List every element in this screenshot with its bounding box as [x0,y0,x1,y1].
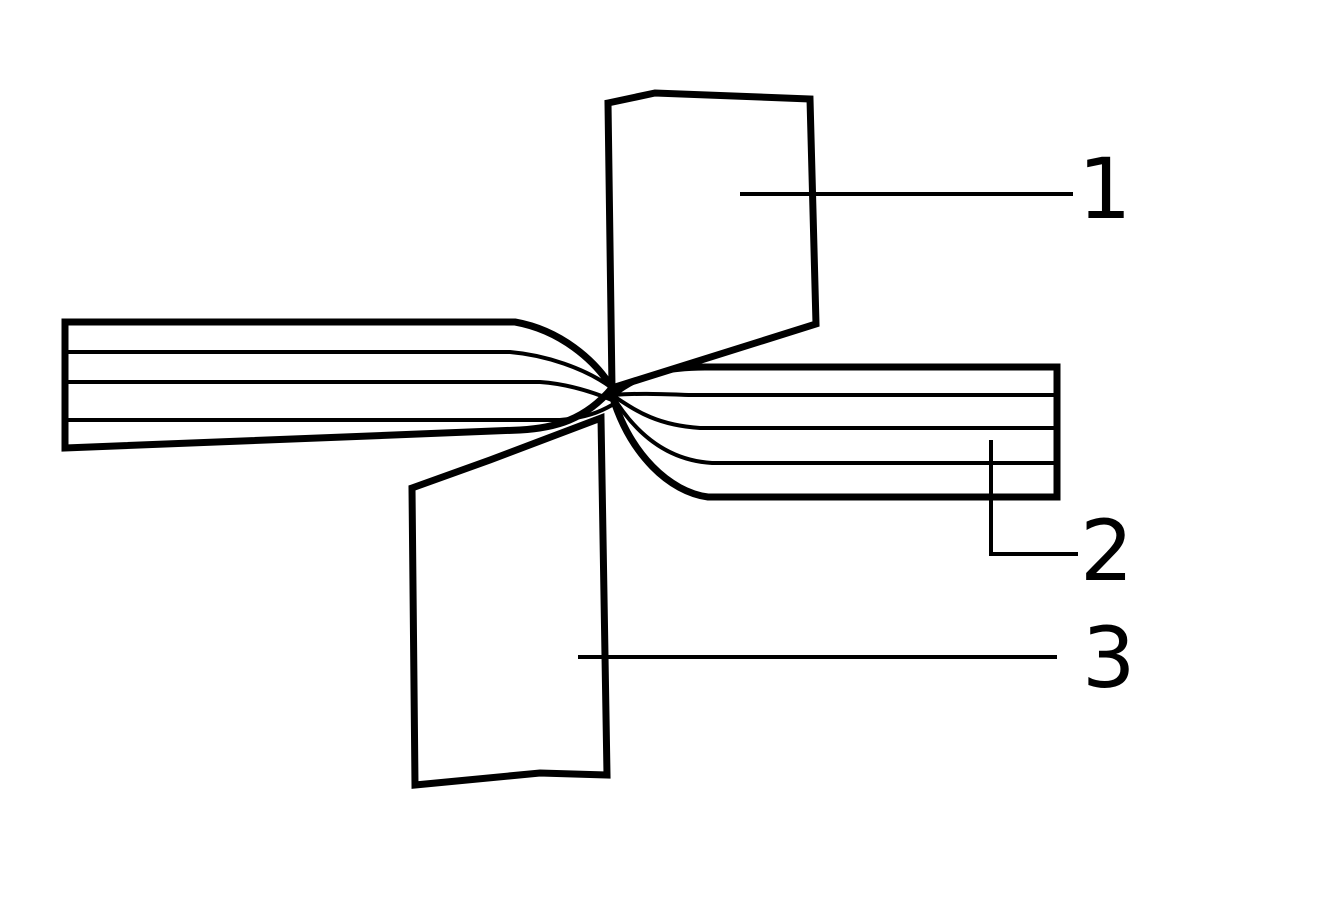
left-sheet-layer-3 [63,403,614,422]
left-sheet-layer-2 [63,380,614,402]
left-sheet [61,318,617,452]
right-sheet-layer-2 [610,393,1059,430]
right-sheet-layer-3 [610,393,1059,465]
callout-label-2: 2 [1080,502,1133,600]
callout-label-3: 3 [1082,609,1135,707]
left-sheet-layer-1 [63,350,614,390]
leader-line-2 [989,440,1078,556]
callout-label-1: 1 [1078,140,1131,238]
left-sheet-outline [61,318,617,452]
right-sheet [607,363,1061,501]
upper-blade [604,89,820,393]
right-sheet-layer-1 [610,391,1059,397]
lower-blade [408,412,611,789]
